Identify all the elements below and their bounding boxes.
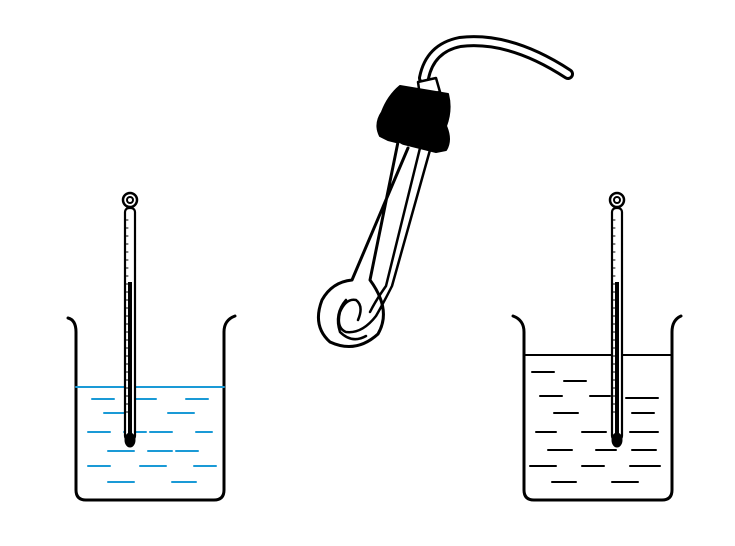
right-thermometer-ring bbox=[608, 191, 626, 209]
right-beaker-outline bbox=[511, 314, 683, 502]
right-water bbox=[523, 354, 673, 483]
immersion-heater bbox=[316, 35, 574, 348]
left-thermometer-mercury bbox=[128, 282, 132, 437]
heater-element-outer bbox=[316, 140, 410, 348]
right-thermometer bbox=[608, 191, 626, 448]
left-water bbox=[75, 386, 225, 483]
left-beaker-outline bbox=[66, 314, 237, 502]
right-thermometer-bulb bbox=[611, 432, 623, 448]
right-beaker bbox=[511, 191, 683, 502]
left-thermometer-bulb bbox=[124, 432, 136, 448]
right-thermometer-scale bbox=[611, 219, 616, 413]
right-water-ripples bbox=[529, 371, 661, 483]
heater-element-inner bbox=[337, 146, 432, 334]
heater-handle bbox=[376, 85, 451, 153]
left-water-ripples bbox=[87, 398, 217, 483]
left-thermometer-scale bbox=[124, 219, 129, 413]
right-thermometer-mercury bbox=[615, 282, 619, 437]
left-thermometer bbox=[121, 191, 139, 448]
left-thermometer-ring bbox=[121, 191, 139, 209]
left-beaker bbox=[66, 191, 237, 502]
heater-element-tip bbox=[336, 298, 368, 341]
